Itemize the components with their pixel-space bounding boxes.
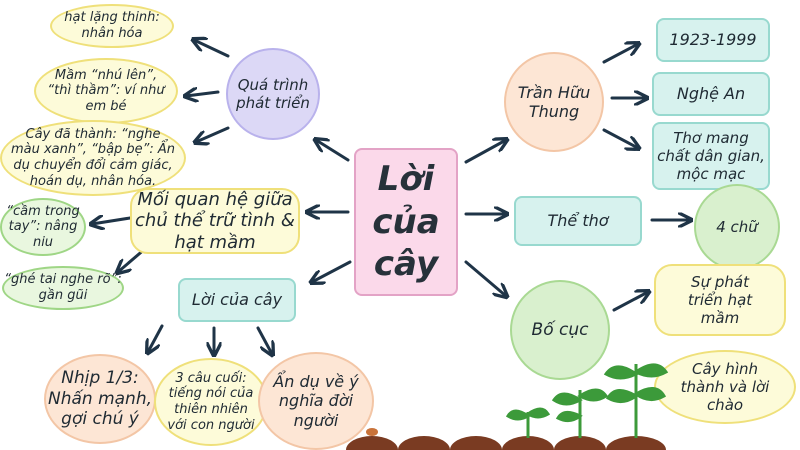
- arrow-author-to-style: [602, 128, 638, 148]
- seed: [366, 428, 378, 436]
- form-node: Thể thơ: [514, 196, 642, 246]
- sprout-leaf-1a: [505, 409, 531, 421]
- soil-mound-4: [502, 436, 554, 450]
- soil-mound-6: [606, 436, 666, 450]
- soil-mound-3: [450, 436, 502, 450]
- form-detail: 4 chữ: [694, 184, 780, 270]
- structure-detail-2: Cây hình thành và lời chào: [654, 350, 796, 424]
- sprout-leaf-2a: [551, 392, 583, 406]
- structure-detail-1: Sự phát triển hạt mầm: [654, 264, 786, 336]
- sprout-leaf-2c: [555, 411, 583, 423]
- author-node: Trần Hữu Thung: [504, 52, 604, 152]
- arrow-center-to-process: [316, 140, 350, 162]
- author-place: Nghệ An: [652, 72, 770, 116]
- relation-node: Mối quan hệ giữa chủ thể trữ tình & hạt …: [130, 188, 300, 254]
- author-style: Thơ mang chất dân gian, mộc mạc: [652, 122, 770, 190]
- soil-mound-5: [554, 436, 606, 450]
- center-node: Lời của cây: [354, 148, 458, 296]
- arrow-process-to-detail-1: [194, 40, 230, 58]
- arrow-structure-to-detail-1: [612, 292, 648, 312]
- words-node: Lời của cây: [178, 278, 296, 322]
- sprout-leaf-3d: [633, 387, 667, 401]
- sprout-leaf-3b: [633, 363, 669, 378]
- arrow-process-to-detail-3: [196, 126, 230, 142]
- author-years: 1923-1999: [656, 18, 770, 62]
- process-node: Quá trình phát triển: [226, 48, 320, 140]
- structure-node: Bố cục: [510, 280, 610, 380]
- words-detail-2: 3 câu cuối: tiếng nói của thiên nhiên vớ…: [154, 358, 268, 446]
- soil-mound-1: [346, 436, 398, 450]
- relation-detail-1: “cầm trong tay”: nâng niu: [0, 198, 86, 256]
- sprout-leaf-3a: [603, 365, 639, 380]
- sprout-leaf-2b: [577, 388, 609, 402]
- arrow-words-to-detail-1: [148, 324, 164, 352]
- arrow-center-to-words: [312, 260, 352, 282]
- arrow-center-to-author: [464, 140, 506, 164]
- arrow-author-to-years: [602, 44, 638, 64]
- arrow-center-to-structure: [464, 260, 506, 296]
- words-detail-3: Ẩn dụ về ý nghĩa đời người: [258, 352, 374, 450]
- sprout-leaf-1b: [525, 407, 551, 419]
- arrow-relation-to-detail-1: [92, 218, 132, 224]
- process-detail-3: Cây đã thành: “nghe màu xanh”, “bập bẹ”:…: [0, 120, 186, 196]
- sprout-leaf-3c: [605, 389, 639, 403]
- arrow-words-to-detail-3: [256, 326, 272, 354]
- seedling-decoration: [346, 363, 669, 450]
- arrow-process-to-detail-2: [186, 92, 220, 96]
- process-detail-2: Mầm “nhú lên”, “thì thầm”: ví như em bé: [34, 58, 178, 124]
- soil-mound-2: [398, 436, 450, 450]
- relation-detail-2: “ghé tai nghe rõ”: gần gũi: [2, 266, 124, 310]
- words-detail-1: Nhịp 1/3: Nhấn mạnh, gợi chú ý: [44, 354, 156, 444]
- process-detail-1: hạt lặng thinh: nhân hóa: [50, 4, 174, 48]
